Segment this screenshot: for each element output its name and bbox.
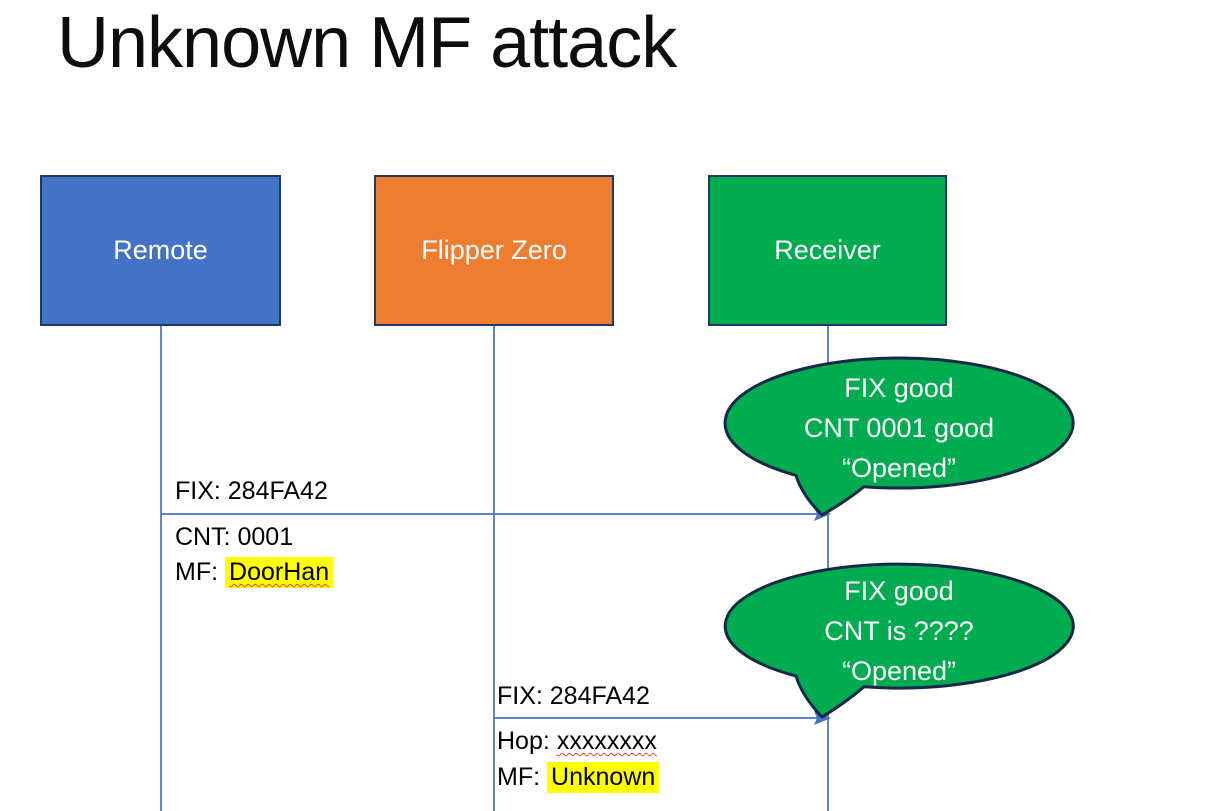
message-2-hop-label: Hop: xyxy=(497,727,550,755)
actor-box-remote: Remote xyxy=(40,175,281,326)
actor-label-flipper-zero: Flipper Zero xyxy=(421,235,567,265)
callout-1-line-1: FIX good xyxy=(844,373,954,403)
callout-2-line-3: “Opened” xyxy=(841,656,957,686)
message-2-fix: FIX: 284FA42 xyxy=(497,682,650,710)
slide-title: Unknown MF attack xyxy=(57,3,677,83)
message-1-mf: MF:DoorHan xyxy=(175,556,334,588)
message-2-hop: Hop:xxxxxxxx xyxy=(497,725,657,757)
callout-2-line-2: CNT is ???? xyxy=(824,616,974,646)
message-2-mf-value: Unknown xyxy=(547,762,660,793)
message-2-mf: MF:Unknown xyxy=(497,761,660,793)
message-2-mf-label: MF: xyxy=(497,763,541,791)
callout-text-2: FIX good CNT is ???? “Opened” xyxy=(724,571,1074,691)
callout-bubble-2 xyxy=(723,562,1075,719)
message-2-hop-value: xxxxxxxx xyxy=(556,727,657,755)
message-1-cnt: CNT: 0001 xyxy=(175,523,294,551)
actor-box-flipper-zero: Flipper Zero xyxy=(374,175,614,326)
callout-1-line-2: CNT 0001 good xyxy=(803,413,995,443)
actor-label-remote: Remote xyxy=(113,235,208,265)
actor-box-receiver: Receiver xyxy=(708,175,947,326)
callout-2-line-1: FIX good xyxy=(844,576,954,606)
actor-label-receiver: Receiver xyxy=(774,235,881,265)
callout-1-line-3: “Opened” xyxy=(841,453,957,483)
message-1-mf-value: DoorHan xyxy=(225,557,334,588)
callout-bubble-1 xyxy=(723,356,1075,517)
callout-text-1: FIX good CNT 0001 good “Opened” xyxy=(724,368,1074,488)
message-1-mf-label: MF: xyxy=(175,558,219,586)
message-1-fix: FIX: 284FA42 xyxy=(175,477,328,505)
